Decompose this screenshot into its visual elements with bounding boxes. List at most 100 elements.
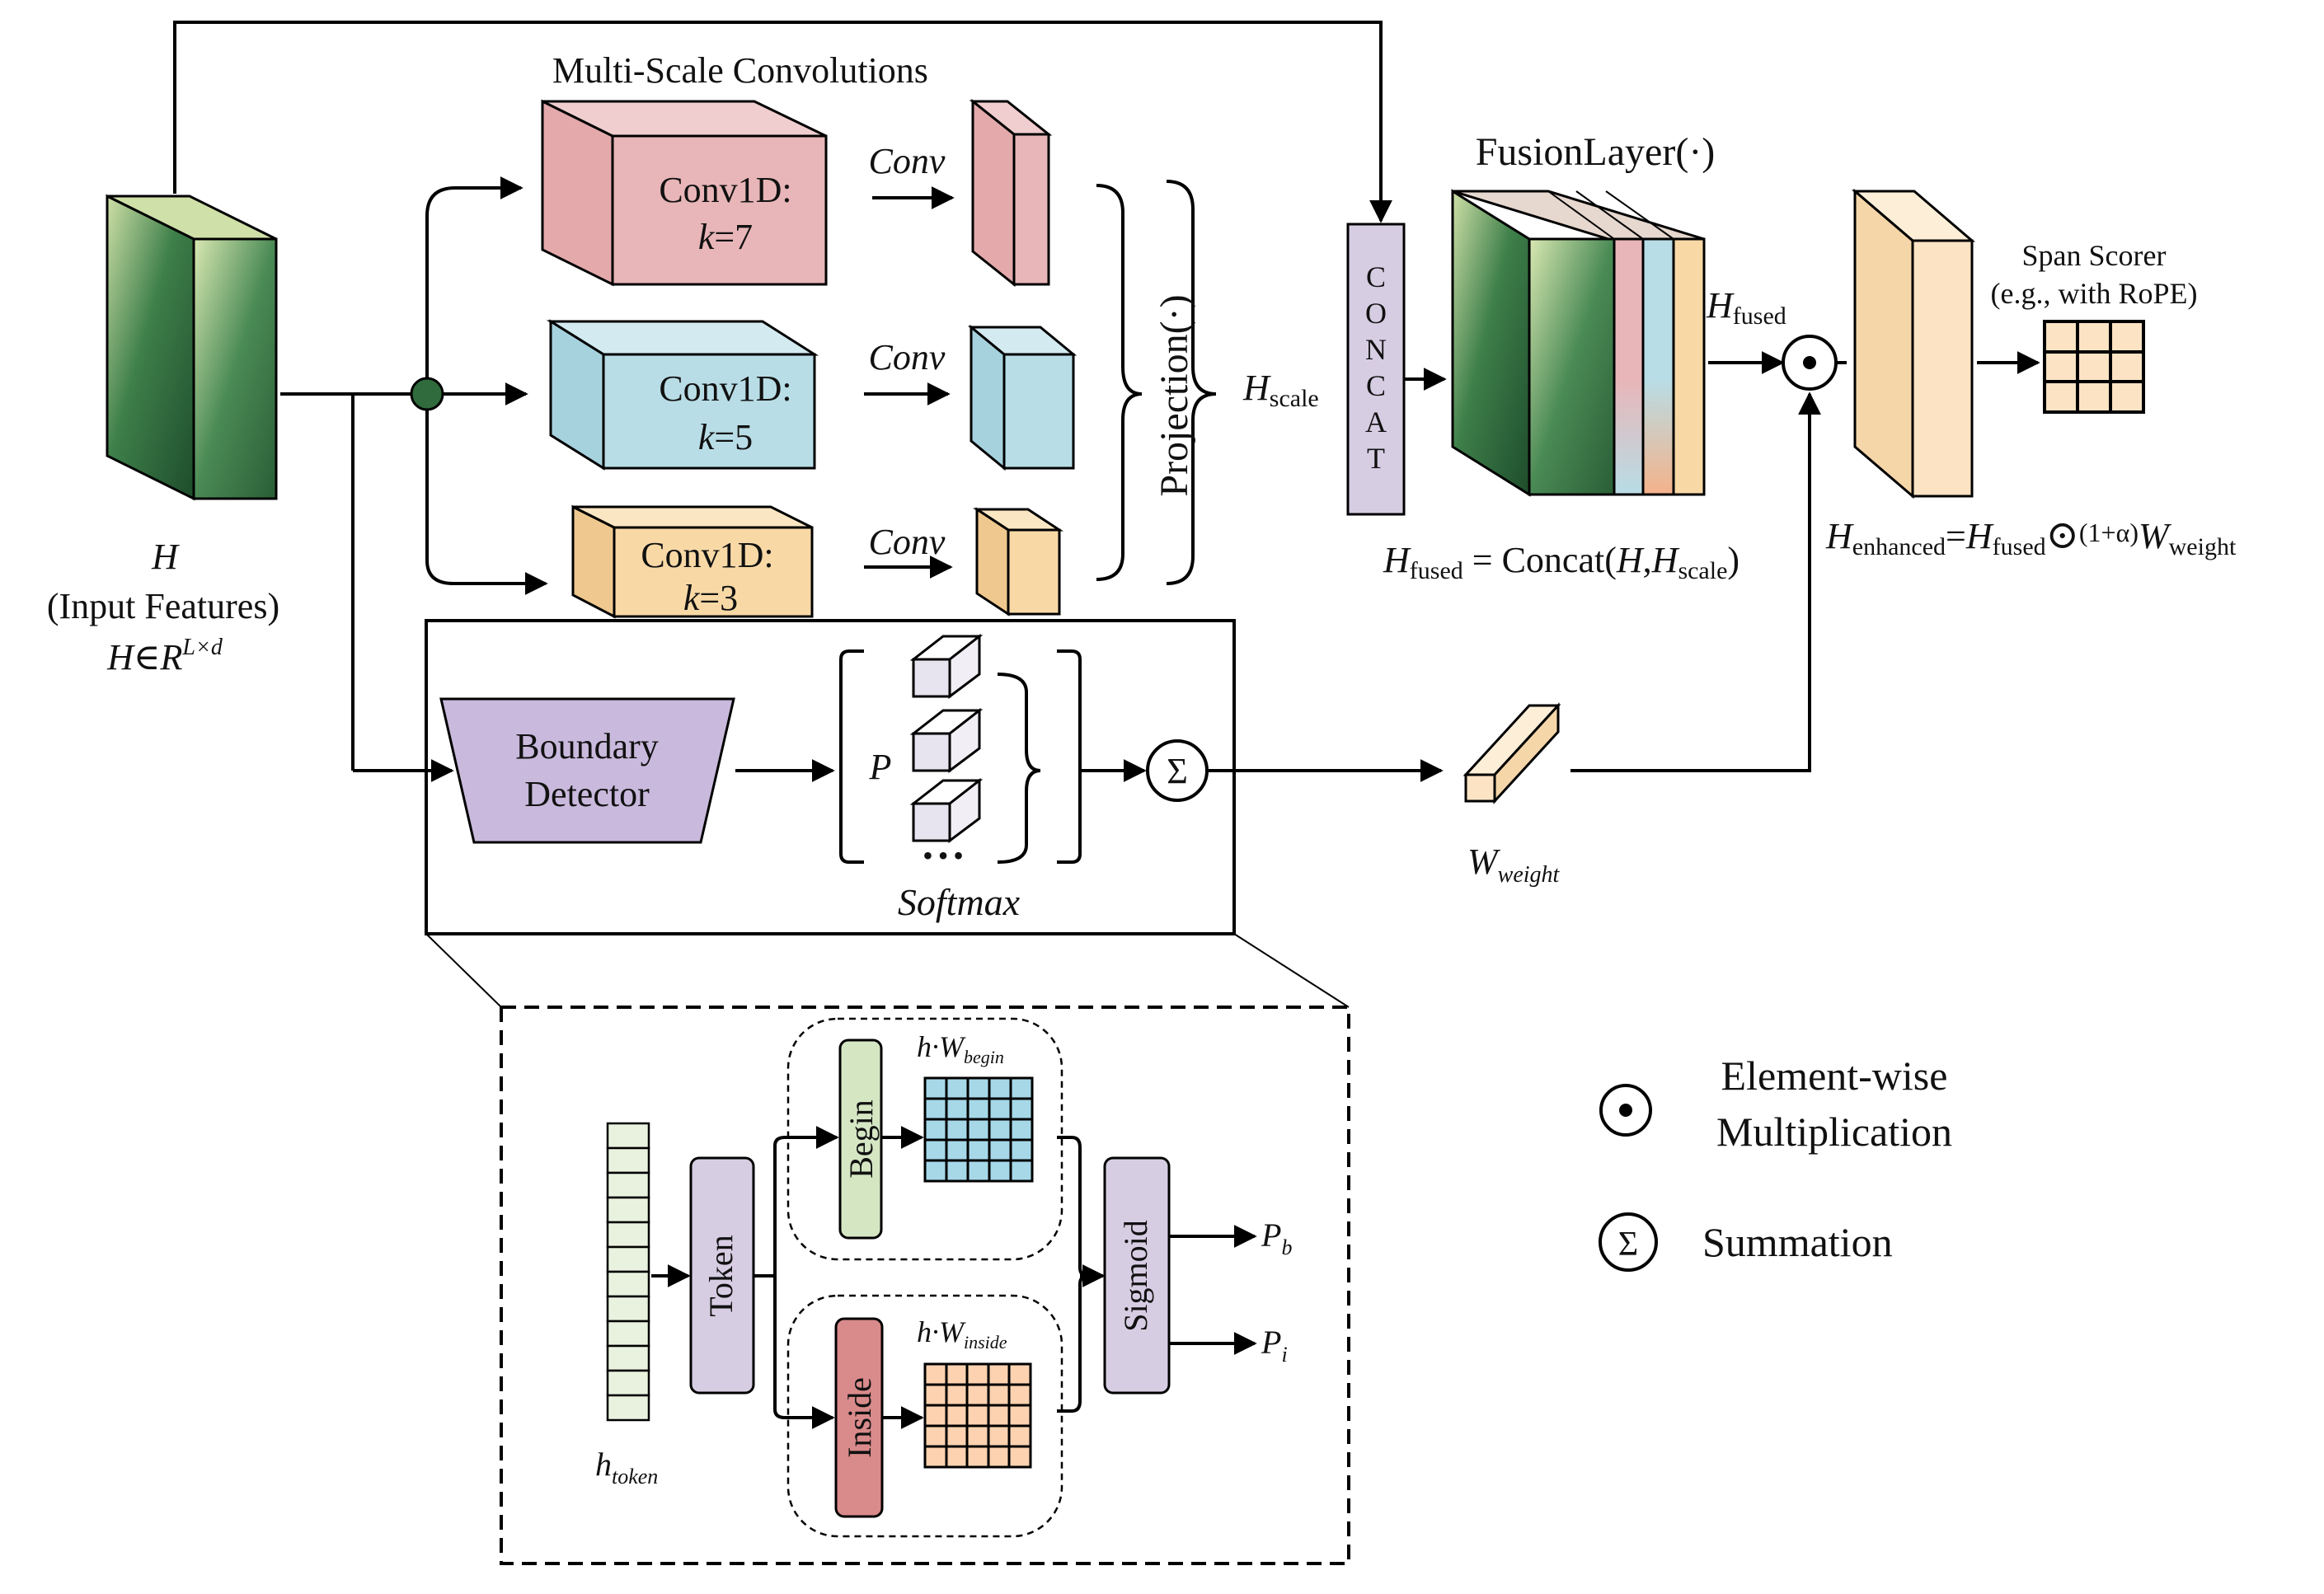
pi-base: P xyxy=(1261,1324,1281,1361)
conv-k7-k-value: =7 xyxy=(714,217,753,257)
eq-comma: , xyxy=(1643,540,1652,580)
token-label: Token xyxy=(702,1235,739,1316)
boundary-detector-line1: Boundary xyxy=(515,726,659,767)
concat-letter-6: T xyxy=(1367,442,1385,475)
concat-letter-1: C xyxy=(1366,260,1386,293)
h-fused-label: Hfused xyxy=(1706,285,1786,330)
span-scorer-grid xyxy=(2043,320,2145,414)
concat-letters: C O N C A T xyxy=(1365,260,1387,475)
conv-output-k7 xyxy=(969,98,1053,288)
input-feature-block xyxy=(106,194,278,501)
conv-block-k7 xyxy=(541,99,828,287)
enh-eq: = xyxy=(1946,516,1966,556)
projection-brackets xyxy=(1096,180,1217,585)
eq-close: ) xyxy=(1727,540,1739,580)
eq-a: H xyxy=(1616,540,1645,580)
detail-box xyxy=(500,1006,1350,1565)
sigmoid-block xyxy=(1103,1156,1171,1395)
pb-sub: b xyxy=(1281,1235,1292,1259)
conv-op-2: Conv xyxy=(869,337,946,377)
fusion-equation: Hfused = Concat(H,Hscale) xyxy=(1383,540,1739,584)
legend-multiply-icon xyxy=(1599,1084,1652,1137)
input-domain: H∈RL×d xyxy=(106,635,223,677)
h-fused-sub: fused xyxy=(1733,302,1786,330)
span-scorer-subtitle: (e.g., with RoPE) xyxy=(1991,277,2198,310)
conv-k3-k-value: =3 xyxy=(699,578,738,618)
fusion-layer-block xyxy=(1451,189,1706,497)
enh-rhs-sub: fused xyxy=(1993,533,2046,560)
enhanced-block xyxy=(1851,188,1976,499)
h-token-label: htoken xyxy=(595,1446,658,1489)
h-fused-base: H xyxy=(1706,285,1735,326)
projection-label: Projection(·) xyxy=(1153,294,1196,496)
sigmoid-label: Sigmoid xyxy=(1117,1220,1154,1332)
begin-weight-grid xyxy=(923,1076,1034,1183)
h-token-base: h xyxy=(595,1446,612,1483)
input-symbol: H xyxy=(151,537,180,577)
conv-output-k3 xyxy=(972,507,1064,617)
sum-symbol: Σ xyxy=(1167,751,1188,791)
conv-k5-k: k=5 xyxy=(698,417,753,457)
conv-k3-k-letter: k xyxy=(683,578,701,618)
token-branches xyxy=(754,1126,839,1429)
h-token-sub: token xyxy=(612,1465,658,1489)
fusion-title: FusionLayer(·) xyxy=(1476,130,1716,174)
pi-sub: i xyxy=(1281,1343,1287,1367)
split-node xyxy=(410,377,444,411)
legend-sum-icon xyxy=(1599,1212,1658,1272)
enh-w: W xyxy=(2139,516,2171,556)
input-domain-sup: L×d xyxy=(181,635,223,660)
p-label: P xyxy=(869,747,892,787)
h-w-inside-sub: inside xyxy=(964,1332,1007,1353)
input-flow-lines xyxy=(280,176,548,782)
conv-k5-k-letter: k xyxy=(698,417,716,457)
legend-multiply-line2: Multiplication xyxy=(1716,1109,1952,1155)
legend-sum-symbol: Σ xyxy=(1618,1226,1638,1263)
cube-stack xyxy=(909,633,984,843)
h-scale-label: Hscale xyxy=(1242,368,1319,412)
concat-block xyxy=(1346,223,1406,516)
enhanced-equation: Henhanced=Hfused⊙(1+α)Wweight xyxy=(1825,513,2237,560)
concat-letter-5: A xyxy=(1365,406,1387,438)
eq-mid: = Concat( xyxy=(1463,540,1617,580)
enh-lhs: H xyxy=(1825,516,1854,556)
boundary-detector-line2: Detector xyxy=(524,774,650,814)
pi-label: Pi xyxy=(1261,1324,1288,1367)
h-w-inside-base: h·W xyxy=(917,1315,966,1348)
span-scorer-title: Span Scorer xyxy=(2022,239,2167,272)
h-w-begin-sub: begin xyxy=(964,1047,1004,1067)
weight-block xyxy=(1462,702,1561,804)
h-w-begin-base: h·W xyxy=(917,1030,966,1063)
concat-letter-2: O xyxy=(1365,297,1387,330)
zoom-lines xyxy=(425,933,1350,1008)
concat-letter-3: N xyxy=(1365,333,1387,366)
conv-k3-label: Conv1D: xyxy=(641,535,773,575)
skip-connection xyxy=(173,21,1392,223)
enh-lhs-sub: enhanced xyxy=(1852,533,1946,560)
softmax-brackets xyxy=(839,649,1082,864)
conv-k3-k: k=3 xyxy=(683,578,738,618)
conv-output-k5 xyxy=(967,324,1077,471)
conv-k7-k: k=7 xyxy=(698,217,753,257)
h-w-begin-label: h·Wbegin xyxy=(917,1030,1004,1067)
inside-weight-grid xyxy=(923,1362,1032,1469)
enh-circ: ⊙ xyxy=(2046,513,2079,557)
begin-label: Begin xyxy=(843,1099,880,1179)
conv-block-k3 xyxy=(571,504,814,619)
enh-factor: (1+α) xyxy=(2079,518,2139,547)
multiscale-title: Multi-Scale Convolutions xyxy=(552,50,928,91)
inside-group xyxy=(786,1294,1063,1538)
pb-base: P xyxy=(1261,1217,1281,1254)
conv-op-1: Conv xyxy=(869,141,946,181)
conv-k5-label: Conv1D: xyxy=(659,368,791,409)
conv-k7-label: Conv1D: xyxy=(659,170,791,210)
eq-b: H xyxy=(1651,540,1680,580)
input-caption: (Input Features) xyxy=(47,586,279,626)
enh-w-sub: weight xyxy=(2169,533,2237,560)
ellipsis-dots: ••• xyxy=(923,839,969,872)
eq-b-sub: scale xyxy=(1678,557,1727,584)
enh-rhs: H xyxy=(1965,516,1994,556)
h-scale-sub: scale xyxy=(1270,385,1319,412)
h-token-vector xyxy=(606,1122,650,1422)
softmax-label: Softmax xyxy=(898,881,1021,923)
